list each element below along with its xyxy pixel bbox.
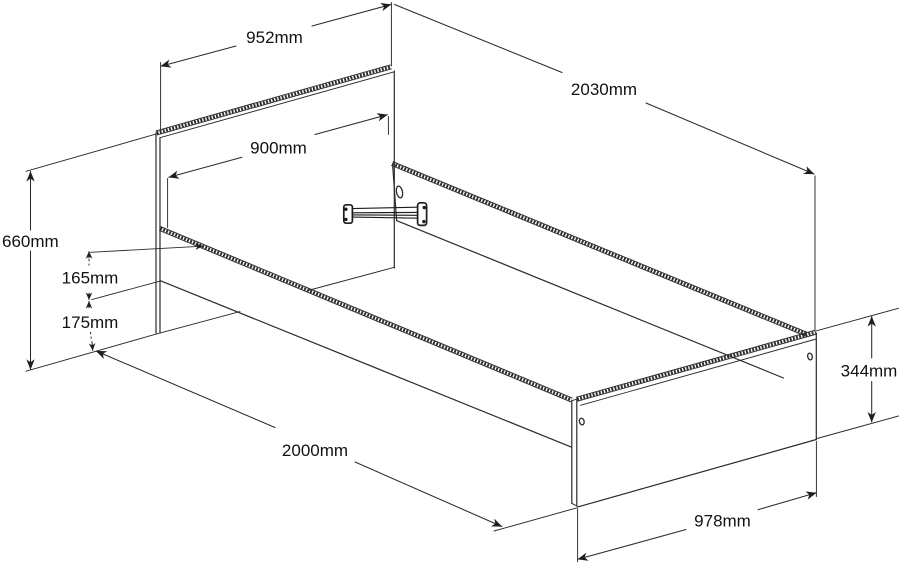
rail-bolt-hole	[395, 185, 404, 199]
dim-label-headboard-width: 952mm	[246, 28, 303, 47]
headboard-panel	[155, 64, 395, 335]
dim-label-inner-length: 2000mm	[282, 441, 348, 460]
dim-label-inner-width: 900mm	[250, 139, 307, 158]
footboard-bolt-hole-right	[806, 352, 814, 361]
dimension-labels: 952mm 2030mm 900mm 660mm 165mm 175mm 200…	[2, 28, 897, 531]
dim-label-rail-height: 165mm	[62, 269, 119, 288]
center-support-bracket	[342, 201, 428, 227]
dim-label-headboard-height: 660mm	[2, 232, 59, 251]
dim-label-under-rail-height: 175mm	[62, 313, 119, 332]
footboard-bolt-hole-left	[578, 417, 585, 426]
extension-lines	[25, 2, 899, 562]
dimension-lines	[26, 3, 876, 561]
dim-label-footboard-width: 978mm	[694, 512, 751, 531]
far-side-rail	[391, 161, 808, 379]
dim-label-footboard-height: 344mm	[841, 362, 898, 381]
dim-label-total-length: 2030mm	[571, 80, 637, 99]
footboard-panel	[571, 329, 817, 508]
near-side-rail	[158, 226, 573, 448]
